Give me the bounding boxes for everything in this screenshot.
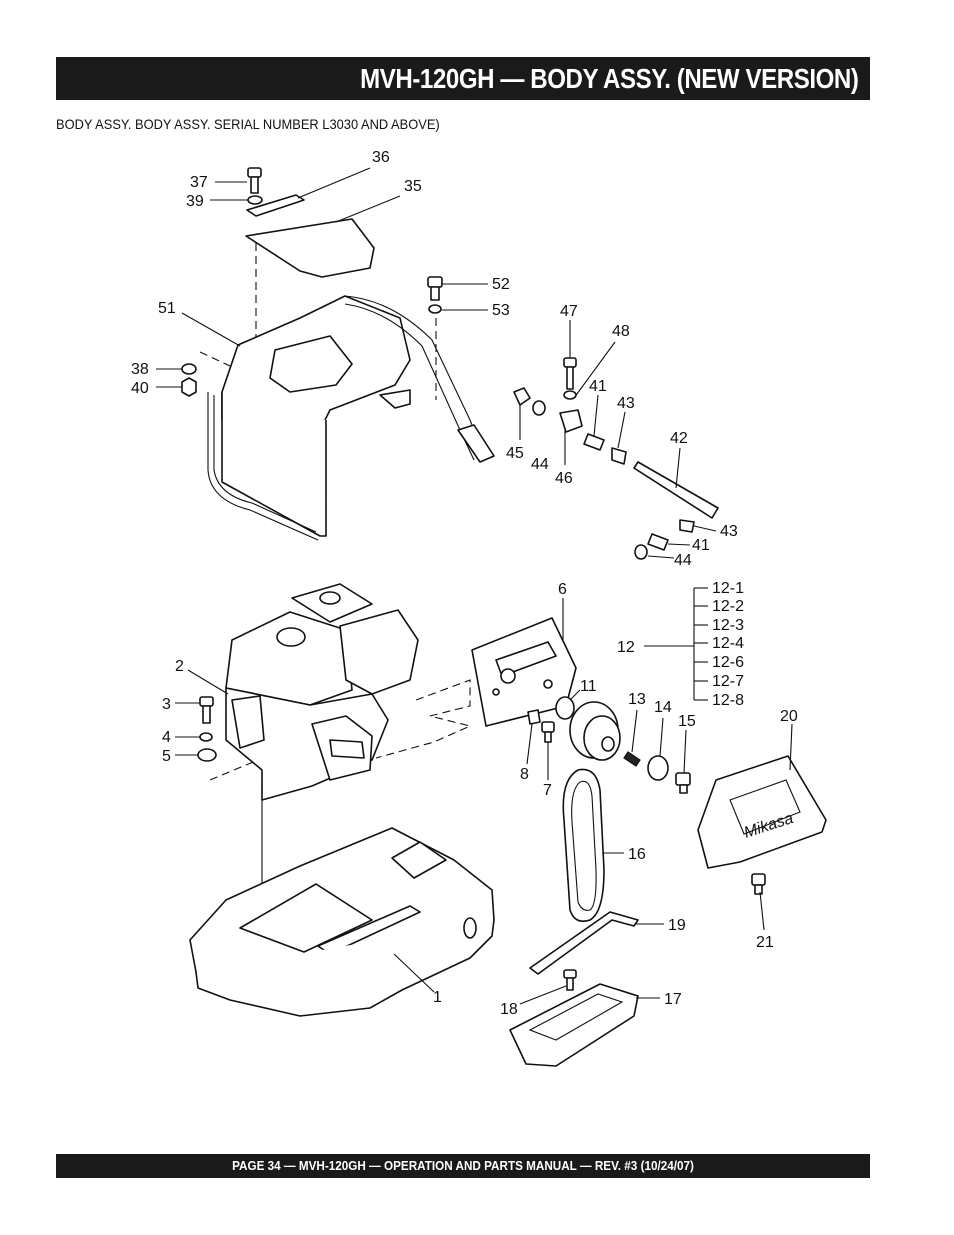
callout-44b: 44: [674, 552, 692, 569]
callout-51: 51: [158, 300, 176, 317]
handle-frame-51: [207, 295, 495, 541]
callout-12-6: 12-6: [712, 654, 744, 671]
washer-38: [181, 363, 197, 375]
callout-12-4: 12-4: [712, 635, 744, 652]
bolt-7: [541, 721, 555, 743]
washer-44a: [532, 400, 546, 416]
callout-44a: 44: [531, 456, 549, 473]
spacer-11: [555, 696, 575, 720]
belt-cover-20: Mikasa: [697, 755, 827, 869]
callout-13: 13: [628, 691, 646, 708]
page-footer-text: PAGE 34 — MVH-120GH — OPERATION AND PART…: [232, 1158, 694, 1173]
rod-19: [529, 911, 639, 975]
screw-18: [563, 969, 577, 991]
callout-1: 1: [433, 989, 442, 1006]
callout-12: 12: [617, 639, 635, 656]
callout-11: 11: [580, 678, 597, 695]
callout-43b: 43: [720, 523, 738, 540]
throttle-rod-42: [633, 461, 719, 519]
fitting-41a: [583, 433, 605, 451]
callout-40: 40: [131, 380, 149, 397]
callout-8: 8: [520, 766, 529, 783]
callout-37: 37: [190, 174, 208, 191]
clamp-43b: [679, 519, 695, 533]
callout-5: 5: [162, 748, 171, 765]
bolt-21: [751, 873, 766, 895]
callout-47: 47: [560, 303, 578, 320]
callout-41b: 41: [692, 537, 710, 554]
clamp-43a: [611, 447, 627, 465]
callout-7: 7: [543, 782, 552, 799]
callout-12-7: 12-7: [712, 673, 744, 690]
callout-39: 39: [186, 193, 204, 210]
tray-17: [509, 983, 639, 1067]
callout-15: 15: [678, 713, 696, 730]
page-footer-bar: PAGE 34 — MVH-120GH — OPERATION AND PART…: [56, 1154, 870, 1178]
clamp-bar-36: [246, 194, 305, 217]
callout-20: 20: [780, 708, 798, 725]
page-title: MVH-120GH — BODY ASSY. (NEW VERSION): [359, 63, 859, 94]
leader-lines: [156, 167, 793, 1005]
bolt-3: [199, 696, 214, 724]
washer-4: [199, 732, 213, 742]
callout-35: 35: [404, 178, 422, 195]
bolt-45: [513, 387, 531, 406]
callout-17: 17: [664, 991, 682, 1008]
washer-5: [197, 748, 217, 762]
bolt-47: [563, 357, 577, 390]
callout-42: 42: [670, 430, 688, 447]
nut-40: [181, 377, 197, 397]
key-13: [623, 751, 641, 767]
engine-2: [225, 583, 419, 801]
callout-16: 16: [628, 846, 646, 863]
callout-46: 46: [555, 470, 573, 487]
washer-53: [428, 304, 442, 314]
callout-21: 21: [756, 934, 774, 951]
callout-45: 45: [506, 445, 524, 462]
callout-6: 6: [558, 581, 567, 598]
callout-41a: 41: [589, 378, 607, 395]
fitting-41b: [647, 533, 669, 551]
callout-4: 4: [162, 729, 171, 746]
bolt-15: [675, 772, 691, 794]
top-cover-35: [245, 218, 375, 278]
clutch-assy-12: [569, 701, 621, 761]
washer-39: [247, 195, 263, 205]
washer-14: [647, 755, 669, 781]
callout-14: 14: [654, 699, 672, 716]
callout-53: 53: [492, 302, 510, 319]
page-title-bar: MVH-120GH — BODY ASSY. (NEW VERSION): [56, 57, 870, 100]
base-plate-1: [189, 827, 495, 1017]
bolt-52: [427, 276, 443, 301]
callout-19: 19: [668, 917, 686, 934]
callout-12-1: 12-1: [712, 580, 744, 597]
callout-18: 18: [500, 1001, 518, 1018]
callout-3: 3: [162, 696, 171, 713]
callout-labels: 37 36 39 35 52 53 51 47 48 38 40 41 43 4…: [131, 149, 798, 1018]
callout-2: 2: [175, 658, 184, 675]
section-subtitle: BODY ASSY. BODY ASSY. SERIAL NUMBER L303…: [56, 116, 440, 132]
callout-12-8: 12-8: [712, 692, 744, 709]
callout-12-3: 12-3: [712, 617, 744, 634]
bolt-37: [247, 167, 262, 194]
callout-12-2: 12-2: [712, 598, 744, 615]
callout-43a: 43: [617, 395, 635, 412]
block-46: [559, 409, 583, 433]
callout-52: 52: [492, 276, 510, 293]
callout-38: 38: [131, 361, 149, 378]
callout-48: 48: [612, 323, 630, 340]
v-belt-16: [562, 768, 605, 923]
nut-8: [527, 709, 541, 725]
washer-44b: [634, 544, 648, 560]
callout-36: 36: [372, 149, 390, 166]
